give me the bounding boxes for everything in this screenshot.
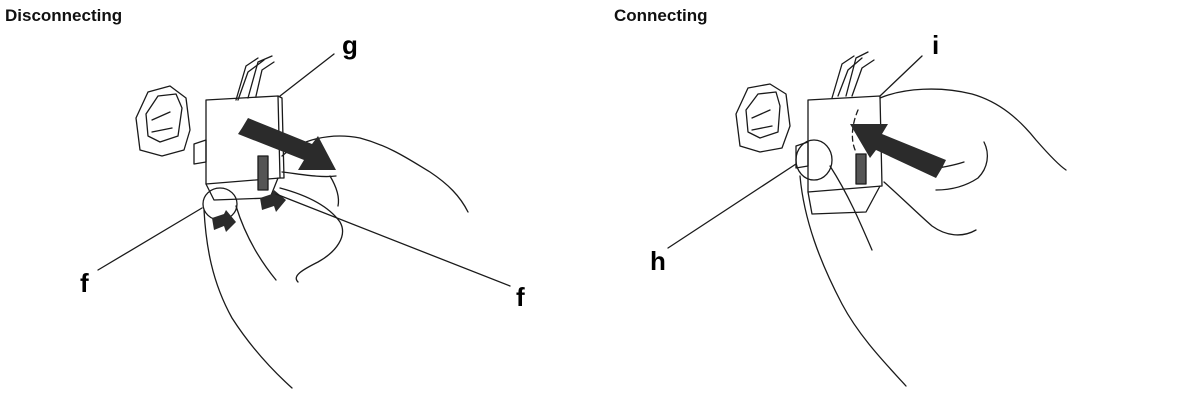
right-hand-thumb bbox=[795, 139, 907, 387]
left-arrows bbox=[212, 118, 336, 232]
panel-title-connecting: Connecting bbox=[614, 6, 708, 25]
left-connector bbox=[193, 55, 285, 201]
callout-i: i bbox=[932, 30, 940, 60]
left-socket bbox=[135, 85, 191, 157]
right-socket bbox=[735, 83, 791, 153]
left-hand-right bbox=[279, 135, 469, 283]
callout-f-left: f bbox=[80, 268, 89, 298]
right-arrows bbox=[850, 124, 946, 178]
right-leader-lines bbox=[667, 55, 923, 249]
callout-g: g bbox=[342, 30, 358, 60]
panel-title-disconnecting: Disconnecting bbox=[5, 6, 123, 25]
right-hand-right bbox=[879, 88, 1067, 236]
callout-f-right: f bbox=[516, 282, 525, 312]
left-leader-lines bbox=[97, 53, 511, 287]
callout-h: h bbox=[650, 246, 666, 276]
